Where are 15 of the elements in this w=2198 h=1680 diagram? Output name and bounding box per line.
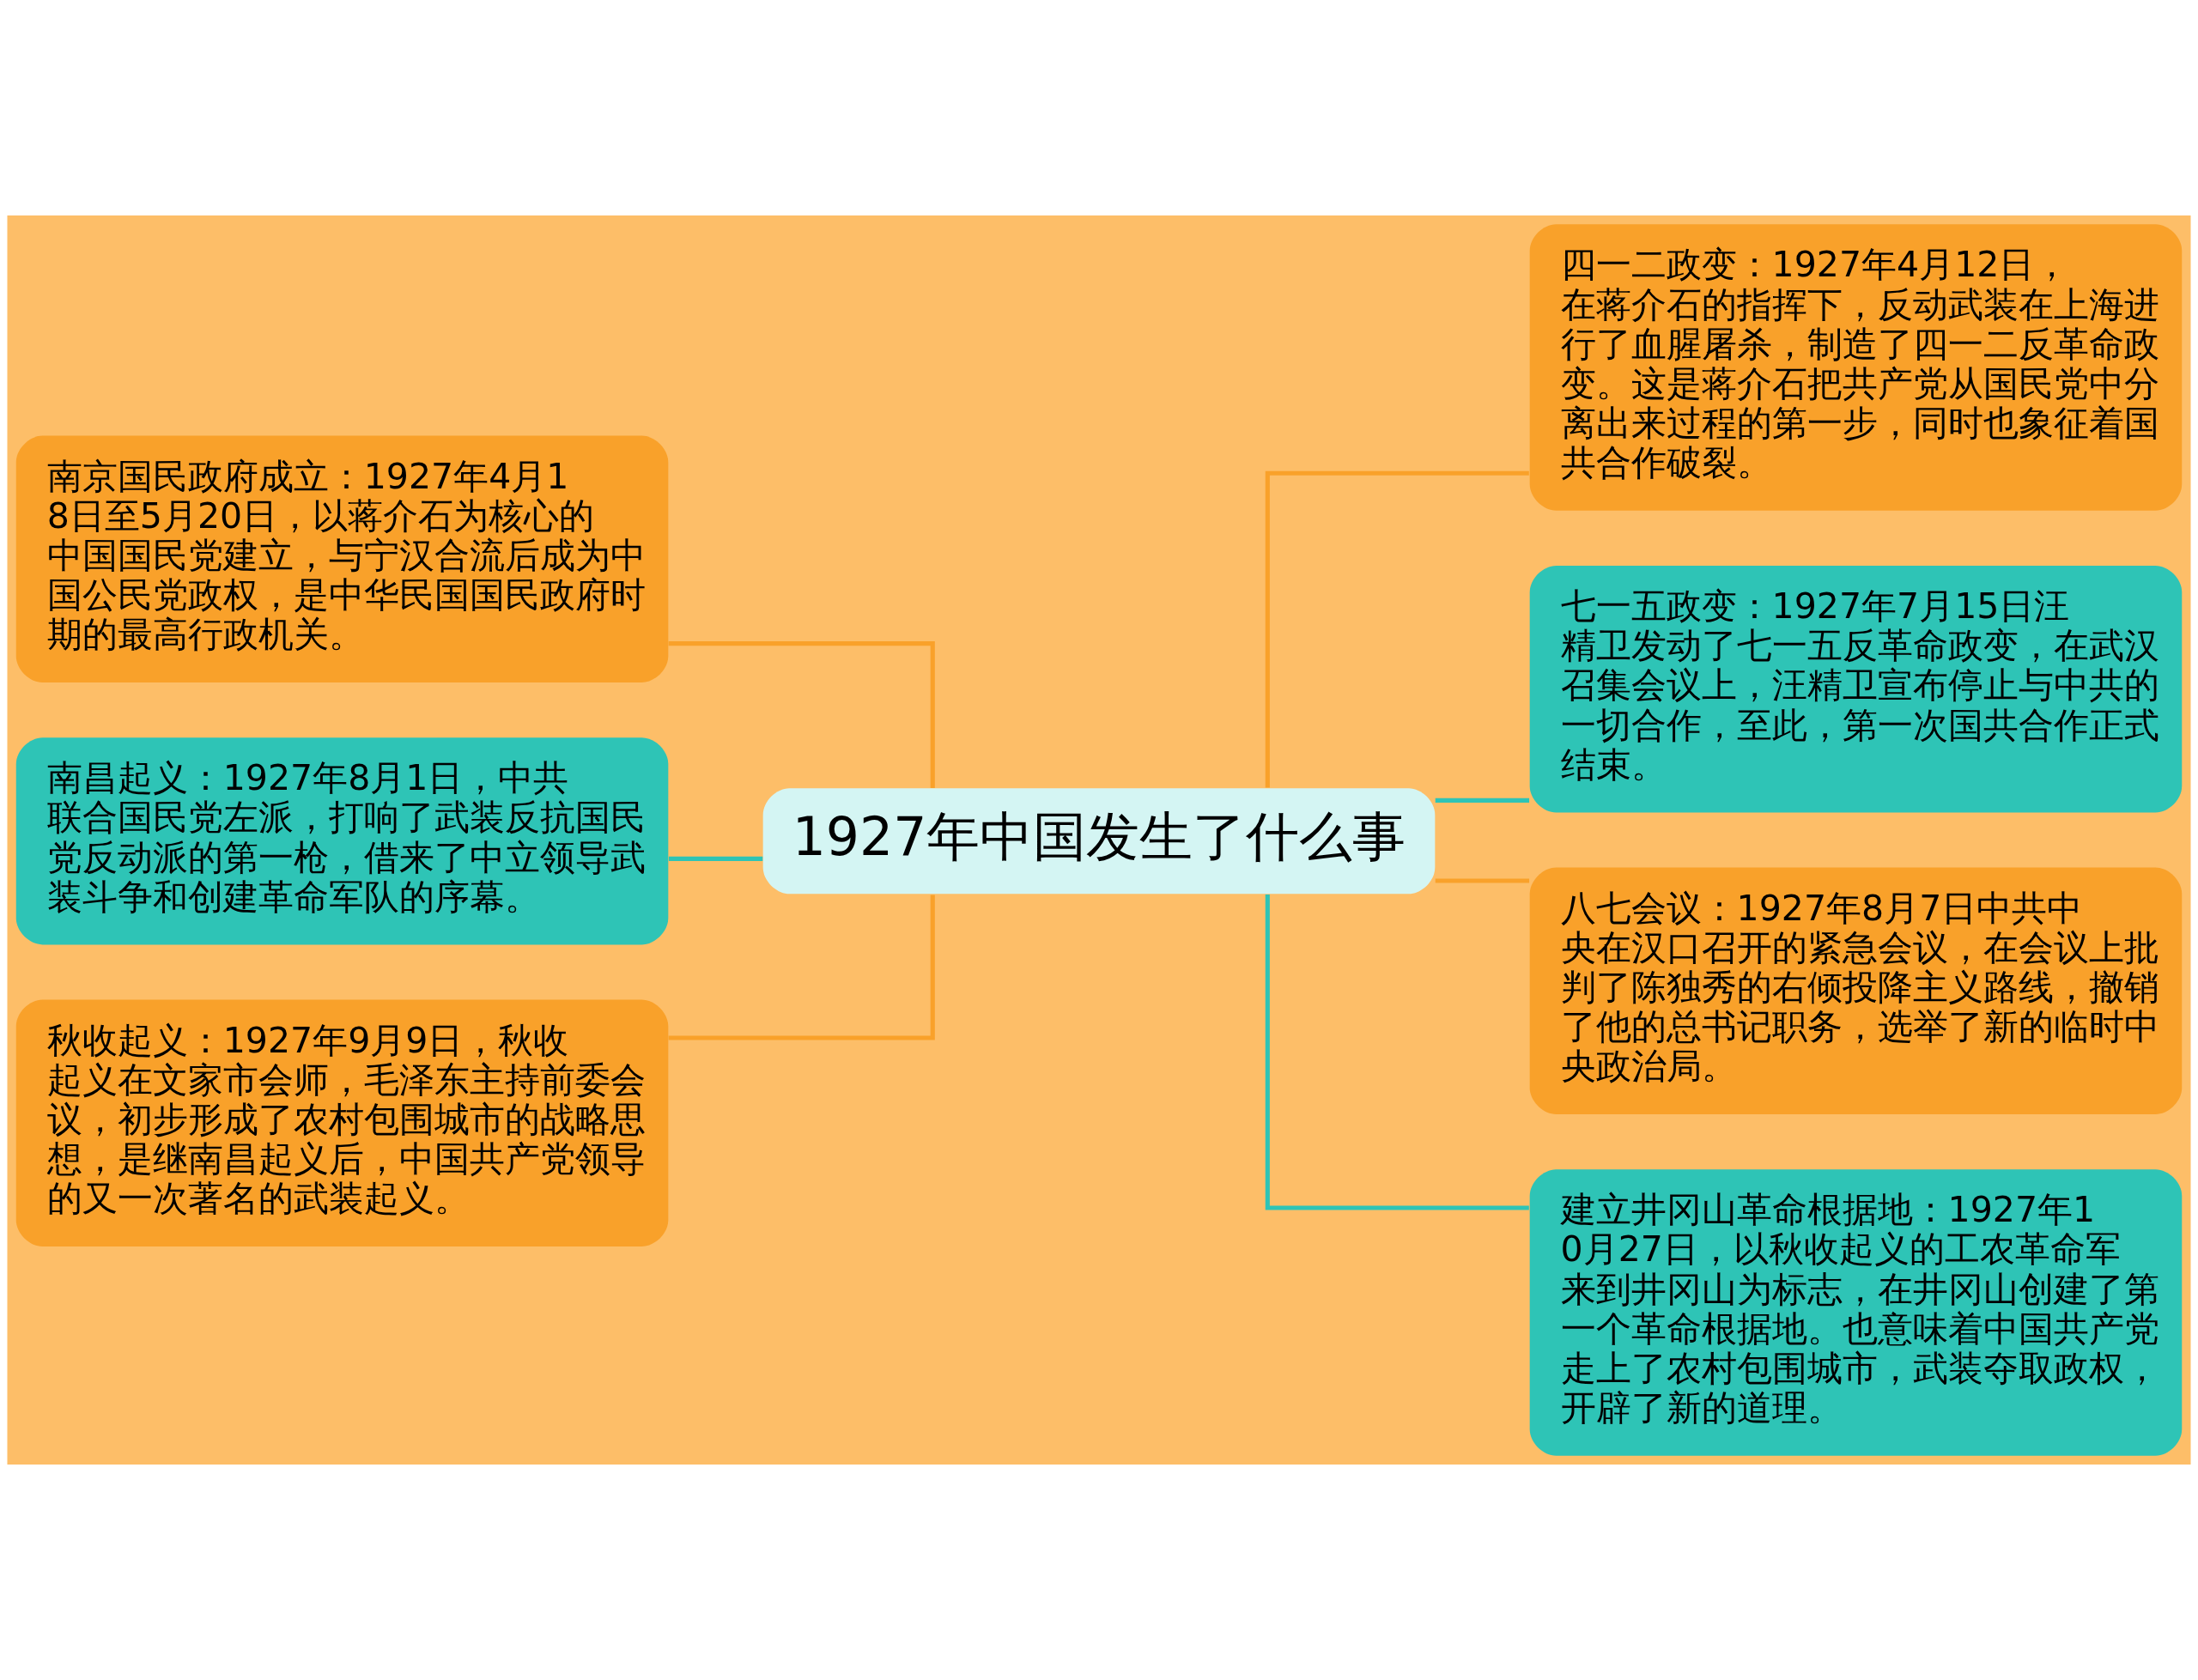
node-box: 四一二政变：1927年4月12日，在蒋介石的指挥下，反动武装在上海进行了血腥屠杀，制造了四一二反革命政变。这是蒋介石把共产党从国民党中分离出来过程的第一步，同时也象征着国共合作破裂。 (1529, 224, 2183, 511)
node-box: 八七会议：1927年8月7日中共中央在汉口召开的紧急会议，在会议上批判了陈独秀的右倾投降主义路线，撤销了他的总书记职务，选举了新的临时中央政治局。 (1529, 867, 2183, 1114)
connector (668, 895, 935, 1040)
connector (1265, 894, 1529, 1210)
connector (668, 856, 763, 861)
connector (1435, 878, 1530, 883)
node-box: 南京国民政府成立：1927年4月18日至5月20日，以蒋介石为核心的中国国民党建立，与宁汉合流后成为中国公民党政权，是中华民国国民政府时期的最高行政机关。 (15, 435, 669, 682)
node-box: 南昌起义：1927年8月1日，中共联合国民党左派，打响了武装反抗国民党反动派的第一枪，借来了中立领导武装斗争和创建革命军队的序幕。 (15, 737, 669, 945)
node-box: 建立井冈山革命根据地：1927年10月27日，以秋收起义的工农革命军来到井冈山为标志，在井冈山创建了第一个革命根据地。也意味着中国共产党走上了农村包围城市，武装夺取政权，开辟了新的道理。 (1529, 1169, 2183, 1456)
node-box: 1927年中国发生了什么事 (762, 788, 1436, 895)
connector (668, 641, 935, 789)
connector (1265, 470, 1529, 788)
node-box: 七一五政变：1927年7月15日汪精卫发动了七一五反革命政变，在武汉召集会议上，汪精卫宣布停止与中共的一切合作，至此，第一次国共合作正式结束。 (1529, 566, 2183, 813)
node-box: 秋收起义：1927年9月9日，秋收起义在文家市会师，毛泽东主持前委会议，初步形成了农村包围城市的战略思想，是继南昌起义后，中国共产党领导的又一次著名的武装起义。 (15, 999, 669, 1246)
connector (1435, 798, 1530, 803)
